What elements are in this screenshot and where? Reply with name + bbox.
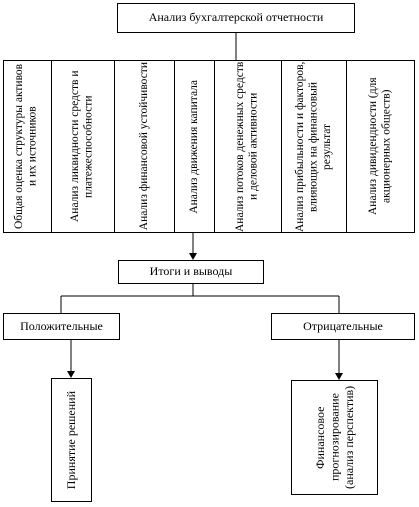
column-label: Общая оценка структуры активов и их исто… <box>13 63 39 230</box>
column-dividends: Анализ дивидендности (для акционерных об… <box>347 60 415 233</box>
column-label: Анализ финансовой устойчивости <box>137 62 150 231</box>
positive-result-text: Принятие решений <box>64 390 79 490</box>
negative-result-text: Финансовое прогнозирование (анализ персп… <box>312 385 356 490</box>
column-label: Анализ прибыльности и факторов, влияющих… <box>293 61 333 232</box>
positive-result-box: Принятие решений <box>51 378 92 502</box>
positive-box: Положительные <box>3 313 120 340</box>
title-box: Анализ бухгалтерской отчетности <box>117 3 355 33</box>
column-label: Анализ движения капитала <box>187 79 200 214</box>
column-financial-stability: Анализ финансовой устойчивости <box>115 60 175 233</box>
arrowhead-negative-result <box>335 373 343 380</box>
column-label: Анализ ликвидности средств и платежеспос… <box>69 70 95 223</box>
positive-text: Положительные <box>20 318 103 333</box>
column-profitability: Анализ прибыльности и факторов, влияющих… <box>282 60 347 233</box>
column-label: Анализ дивидендности (для акционерных об… <box>367 77 393 216</box>
column-capital-movement: Анализ движения капитала <box>175 60 215 233</box>
column-structure-assessment: Общая оценка структуры активов и их исто… <box>3 60 52 233</box>
negative-text: Отрицательные <box>303 318 383 333</box>
summary-box: Итоги и выводы <box>118 260 264 284</box>
arrowhead-positive-result <box>67 371 75 378</box>
arrowhead-summary <box>189 253 197 260</box>
column-cash-flows: Анализ потоков денежных средств и делово… <box>215 60 282 233</box>
negative-result-box: Финансовое прогнозирование (анализ персп… <box>291 380 378 495</box>
column-label: Анализ потоков денежных средств и делово… <box>234 61 260 232</box>
column-liquidity-analysis: Анализ ликвидности средств и платежеспос… <box>52 60 115 233</box>
summary-text: Итоги и выводы <box>149 264 233 279</box>
title-text: Анализ бухгалтерской отчетности <box>148 10 324 25</box>
negative-box: Отрицательные <box>271 313 415 340</box>
